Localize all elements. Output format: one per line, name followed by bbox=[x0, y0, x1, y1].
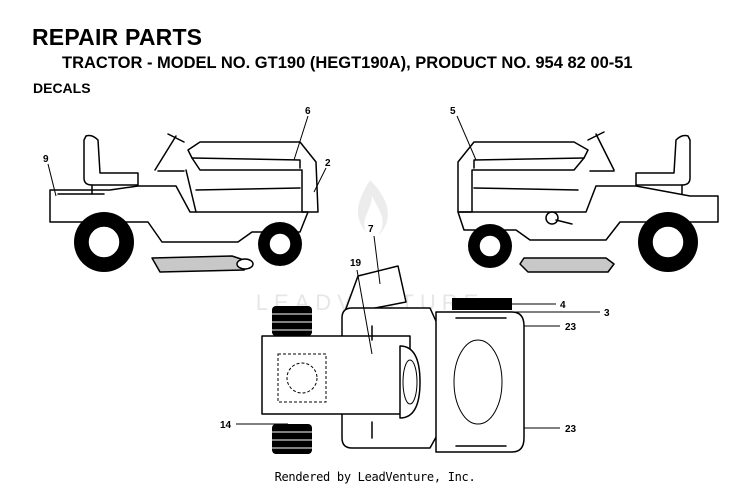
tractor-top-view bbox=[261, 265, 525, 454]
tractor-right-side-view bbox=[457, 131, 719, 273]
callout-3: 3 bbox=[604, 308, 610, 319]
callout-19: 19 bbox=[350, 258, 362, 269]
callout-23-upper: 23 bbox=[565, 322, 577, 333]
callout-5: 5 bbox=[450, 106, 456, 117]
callout-14: 14 bbox=[220, 420, 232, 431]
callout-4: 4 bbox=[560, 300, 566, 311]
callout-2: 2 bbox=[325, 158, 331, 169]
callout-9: 9 bbox=[43, 154, 49, 165]
page-title: REPAIR PARTS bbox=[32, 24, 203, 50]
callout-7: 7 bbox=[368, 224, 374, 235]
page-subtitle: TRACTOR - MODEL NO. GT190 (HEGT190A), PR… bbox=[62, 54, 633, 72]
section-heading: DECALS bbox=[33, 80, 91, 96]
callout-6: 6 bbox=[305, 106, 311, 117]
footer-credit: Rendered by LeadVenture, Inc. bbox=[274, 470, 476, 484]
callout-23-lower: 23 bbox=[565, 424, 577, 435]
callouts: 9 6 2 5 7 19 4 3 23 23 14 bbox=[43, 106, 610, 435]
tractor-left-side-view bbox=[49, 133, 319, 273]
